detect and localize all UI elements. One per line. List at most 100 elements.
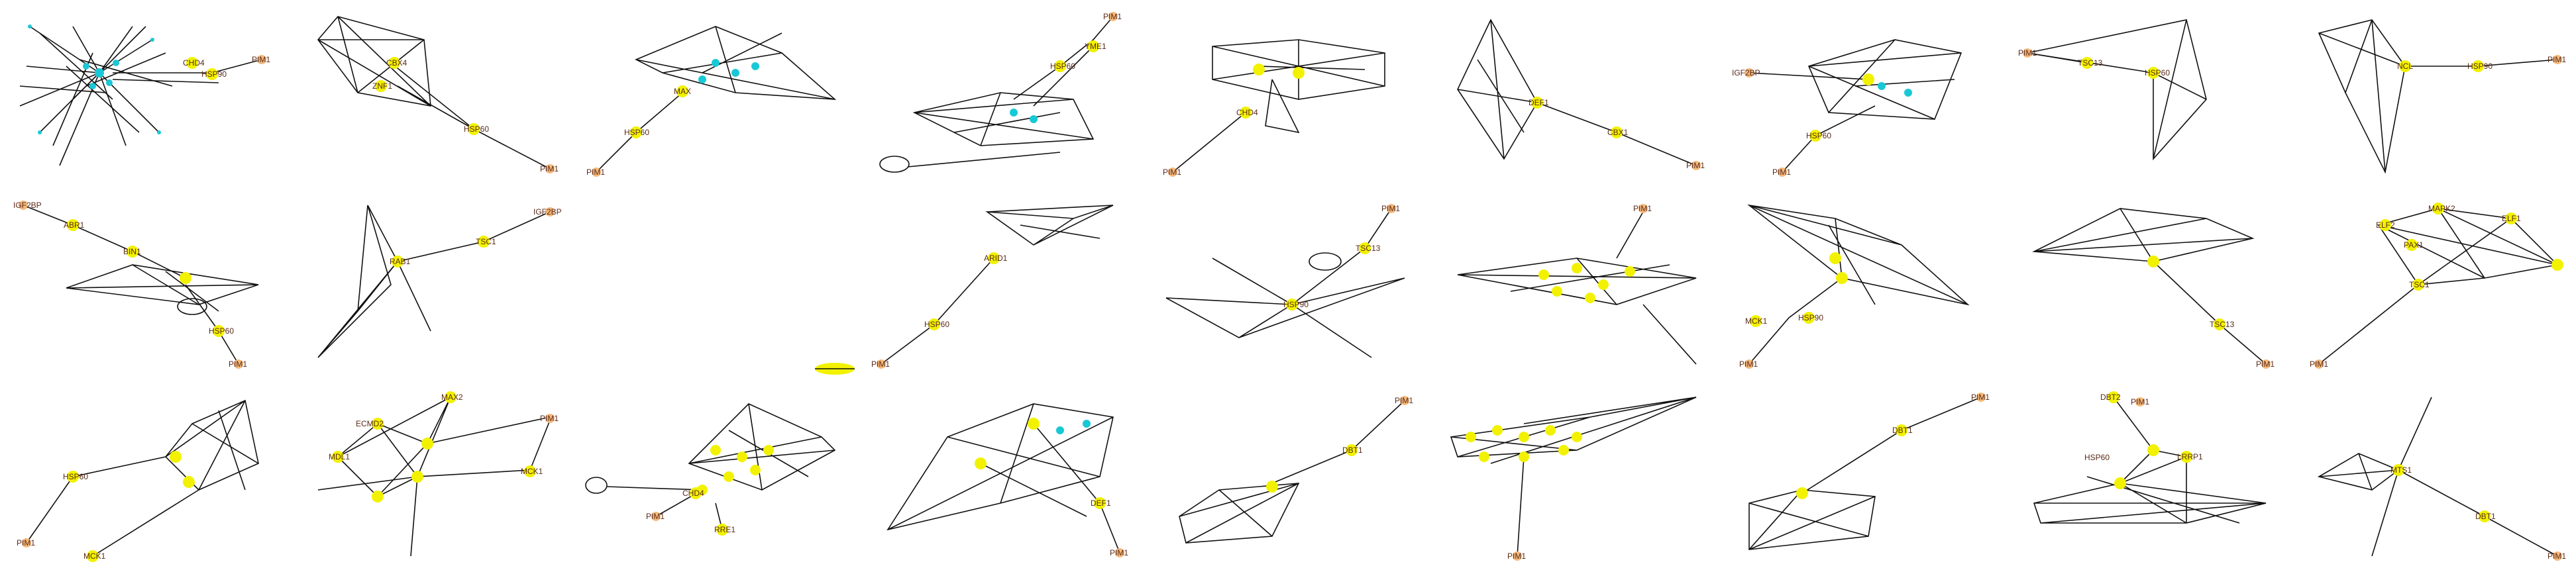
node-label: RAB1 xyxy=(390,257,411,266)
node-label: PIM1 xyxy=(1103,12,1122,21)
node-label: YME1 xyxy=(1085,42,1106,51)
network-panel-2: CBX4 ZNF1 HSP60 PIM1 xyxy=(317,16,559,173)
node-label: PIM1 xyxy=(540,414,559,423)
node-label: MTS1 xyxy=(2390,465,2412,475)
node-label: TSC1 xyxy=(2409,280,2430,289)
node-label: ARID1 xyxy=(984,254,1008,263)
network-panel-14: PIM1 xyxy=(1457,204,1697,365)
network-panel-7: IGF2BP HSP60 PIM1 xyxy=(1732,39,1962,177)
node-label: PIM1 xyxy=(1110,548,1128,557)
network-panel-1: CHD4 HSP90 PIM1 xyxy=(19,24,270,166)
node-label: PIM1 xyxy=(646,512,665,521)
node-label: HSP90 xyxy=(1798,313,1823,322)
node-label: HSP60 xyxy=(924,320,949,329)
node-label: PIM1 xyxy=(1163,167,1181,177)
node-label: PIM1 xyxy=(586,167,605,177)
network-panel-15: MCK1 HSP90 PIM1 xyxy=(1739,204,1970,369)
node-label: LRRP1 xyxy=(2177,452,2203,461)
node-label: MCK1 xyxy=(521,467,543,476)
node-label: IGF2BP xyxy=(533,207,562,216)
node-label: HSP60 xyxy=(2084,453,2110,462)
node-label: NCL xyxy=(2397,62,2413,71)
node-label: DBT1 xyxy=(1342,446,1363,455)
node-label: PIM1 xyxy=(2548,55,2566,64)
node-label: PIM1 xyxy=(1772,167,1791,177)
network-panel-11: IGF2BP TSC1 RAB1 xyxy=(317,205,562,358)
node-label: HSP60 xyxy=(1050,62,1075,71)
node-label: PIM1 xyxy=(2548,551,2566,561)
node-label: PIM1 xyxy=(1395,396,1413,405)
node-label: PIM1 xyxy=(1633,204,1652,213)
node-label: PIM1 xyxy=(2256,359,2275,369)
node-label: MAX2 xyxy=(441,393,463,402)
node-label: ZNF1 xyxy=(372,81,392,91)
network-panel-12: HSP60 PIM1 ARID1 xyxy=(815,205,1114,375)
node-label: CHD4 xyxy=(682,489,704,498)
node-label: ELF2 xyxy=(2376,220,2395,230)
node-label: TSC13 xyxy=(2078,58,2103,68)
node-label: PIM1 xyxy=(1739,359,1758,369)
network-panel-22: DBT1 PIM1 xyxy=(1179,396,1413,544)
node-label: PIM1 xyxy=(2131,397,2149,406)
network-panel-13: HSP90 PIM1 TSC13 xyxy=(1165,204,1405,358)
node-label: MAPK2 xyxy=(2428,204,2455,213)
network-panel-4: PIM1 YME1 HSP60 xyxy=(879,12,1122,173)
network-panel-17: ELF2 MAPK2 ELF1 PAX1 TSC1 PIM1 xyxy=(2310,203,2563,369)
node-label: CHD4 xyxy=(1236,108,1258,117)
node-label: PIM1 xyxy=(540,164,559,173)
network-panel-19: MAX2 ECMD2 MDL1 PIM1 MCK1 xyxy=(317,391,559,557)
node-label: HSP90 xyxy=(201,70,227,79)
node-label: IGF2BP xyxy=(13,201,42,210)
node-label: HSP60 xyxy=(624,128,649,137)
node-label: PIM1 xyxy=(1507,551,1526,561)
node-label: CHD4 xyxy=(183,58,205,68)
node-label: DBT2 xyxy=(2100,393,2121,402)
network-panel-24: DBT1 PIM1 xyxy=(1748,393,1990,550)
node-label: TSC1 xyxy=(476,237,496,246)
node-label: PIM1 xyxy=(17,538,35,548)
node-label: HSP60 xyxy=(2145,68,2170,77)
node-label: TSC13 xyxy=(2210,320,2235,329)
node-label: PIM1 xyxy=(1971,393,1990,402)
node-label: PIM1 xyxy=(871,359,890,369)
node-label: TSC13 xyxy=(1356,244,1381,253)
network-panel-8: PIM1 TSC13 HSP60 xyxy=(2018,19,2207,161)
node-label: MCK1 xyxy=(83,551,106,561)
network-panel-25: DBT2 PIM1 HSP60 LRRP1 xyxy=(2033,391,2267,524)
node-label: HSP90 xyxy=(2467,62,2493,71)
node-label: HSP60 xyxy=(1806,131,1831,140)
node-label: MCK1 xyxy=(1745,316,1768,326)
node-label: PIM1 xyxy=(1686,161,1705,170)
network-panel-18: HSP60 PIM1 MCK1 xyxy=(17,399,259,562)
node-label: DBT1 xyxy=(1892,426,1913,435)
node-label: PIM1 xyxy=(2018,48,2037,58)
node-label: MAX xyxy=(674,87,691,96)
network-panel-26: MTS1 DBT1 PIM1 xyxy=(2317,397,2566,561)
node-label: HSP60 xyxy=(464,124,489,134)
node-label: CBX4 xyxy=(386,58,407,68)
node-label: IGF2BP xyxy=(1732,68,1760,77)
network-panel-20: CHD4 PIM1 RRE1 xyxy=(585,403,836,536)
network-panel-21: DEF1 PIM1 xyxy=(886,403,1128,557)
node-label: ELF1 xyxy=(2502,214,2521,223)
node-label: DEF1 xyxy=(1091,499,1111,508)
node-label: DEF1 xyxy=(1529,98,1549,107)
node-label: HSP60 xyxy=(63,472,88,481)
network-panel-5: CHD4 PIM1 xyxy=(1163,39,1385,177)
network-panel-3: MAX HSP60 PIM1 xyxy=(586,26,837,177)
node-label: ECMD2 xyxy=(356,419,384,428)
node-label: HSP90 xyxy=(1283,300,1309,309)
node-label: PIM1 xyxy=(252,55,270,64)
node-label: MDL1 xyxy=(329,452,350,461)
network-panel-10: IGF2BP ABR1 BIN1 HSP60 PIM1 xyxy=(13,201,259,369)
node-label: PIM1 xyxy=(229,359,247,369)
node-label: BIN1 xyxy=(123,247,141,256)
node-label: RRE1 xyxy=(714,525,735,534)
node-label: PIM1 xyxy=(1381,204,1400,213)
node-label: PIM1 xyxy=(2310,359,2328,369)
node-label: HSP60 xyxy=(209,326,234,336)
network-panel-6: DEF1 CBX1 PIM1 xyxy=(1457,19,1705,170)
node-label: ABR1 xyxy=(64,220,85,230)
node-label: DBT1 xyxy=(2475,512,2496,521)
